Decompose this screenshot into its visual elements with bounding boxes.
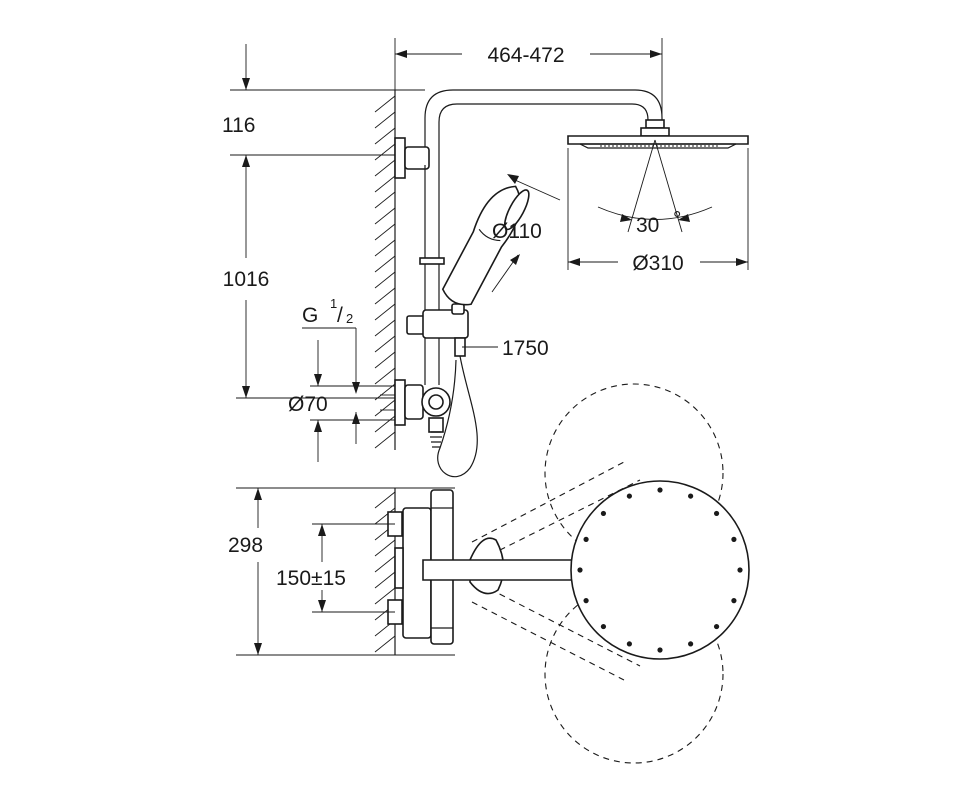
wall-hatch-line bbox=[374, 191, 396, 209]
head-diameter-label: Ø310 bbox=[632, 252, 683, 275]
inlet-thread-denominator: 2 bbox=[346, 311, 353, 326]
wall-hatch-line bbox=[374, 175, 396, 193]
nozzle-dot bbox=[600, 510, 607, 517]
wall-hatch-line bbox=[374, 383, 396, 401]
nozzle-dot bbox=[688, 493, 694, 499]
inlet-thread-base: G bbox=[302, 304, 318, 327]
wall-hatch-line bbox=[374, 111, 396, 129]
wall-hatch-line bbox=[374, 127, 396, 145]
wall-hatch-line bbox=[374, 555, 396, 573]
ceiling-offset-label: 116 bbox=[222, 114, 255, 137]
nozzle-dot bbox=[626, 493, 632, 499]
shower-column-elevation bbox=[380, 89, 663, 448]
wall-section-elevation bbox=[374, 90, 396, 450]
nozzle-dot bbox=[737, 567, 743, 573]
wall-hatch-line bbox=[374, 367, 396, 385]
nozzle-dot bbox=[731, 536, 737, 542]
nozzle-dot bbox=[688, 641, 694, 647]
wall-hatch-line bbox=[374, 287, 396, 305]
arm-span-label: 464-472 bbox=[487, 44, 564, 67]
overhead-shower-head bbox=[567, 119, 749, 149]
dimension-head: Ø310 30 ° bbox=[567, 139, 749, 275]
dimension-ceiling-offset: 116 bbox=[222, 44, 425, 156]
wall-hatch-line bbox=[374, 399, 396, 417]
inlet-thread-numerator: 1 bbox=[330, 296, 337, 311]
nozzle-dot bbox=[583, 536, 589, 542]
shower-hose bbox=[437, 355, 478, 478]
wall-hatch-line bbox=[374, 143, 396, 161]
nozzle-dot bbox=[657, 487, 663, 493]
wall-hatch-line bbox=[374, 351, 396, 369]
dimension-arm-span: 464-472 bbox=[394, 38, 663, 118]
wall-hatch-line bbox=[374, 319, 396, 337]
wall-hatch-line bbox=[374, 415, 396, 433]
nozzle-dot bbox=[731, 598, 737, 604]
escutcheon-diameter-label: Ø70 bbox=[288, 393, 328, 416]
dimension-inlet-thread: G 1 / 2 bbox=[302, 296, 360, 444]
nozzle-dot bbox=[600, 623, 607, 630]
nozzle-dot bbox=[657, 647, 663, 653]
dimension-hand-shower: Ø110 bbox=[491, 174, 561, 293]
wall-hatch-line bbox=[374, 255, 396, 273]
dimension-escutcheon: Ø70 bbox=[288, 340, 395, 462]
wall-hatch-line bbox=[374, 491, 396, 509]
wall-hatch-line bbox=[374, 431, 396, 449]
hand-shower-diameter-label: Ø110 bbox=[492, 220, 542, 243]
rail-height-label: 1016 bbox=[223, 268, 270, 291]
wall-hatch-line bbox=[374, 223, 396, 241]
wall-hatch-line bbox=[374, 539, 396, 557]
nozzle-dot bbox=[713, 623, 720, 630]
wall-hatch-line bbox=[374, 635, 396, 653]
wall-projection-label: 298 bbox=[228, 534, 263, 557]
plan-view-fixture bbox=[387, 480, 750, 660]
nozzle-dot bbox=[626, 641, 632, 647]
wall-hatch-line bbox=[374, 159, 396, 177]
wall-hatch-line bbox=[374, 207, 396, 225]
head-angle-unit: ° bbox=[673, 208, 681, 231]
wall-hatch-line bbox=[374, 507, 396, 525]
wall-hatch-line bbox=[374, 303, 396, 321]
dimension-hose: 1750 bbox=[462, 337, 549, 360]
hose-length-label: 1750 bbox=[502, 337, 549, 360]
wall-hatch-line bbox=[374, 571, 396, 589]
head-angle-label: 30 bbox=[636, 214, 659, 237]
nozzle-dot bbox=[583, 598, 589, 604]
nozzle-dot bbox=[577, 567, 583, 573]
inlet-centers-label: 150±15 bbox=[276, 567, 346, 590]
dimension-rail-height: 1016 bbox=[223, 155, 395, 399]
hand-shower bbox=[441, 185, 530, 306]
dimension-inlet-centers: 150±15 bbox=[276, 523, 395, 613]
inlet-thread-slash: / bbox=[337, 304, 343, 327]
wall-hatch-line bbox=[374, 587, 396, 605]
wall-hatch-line bbox=[374, 95, 396, 113]
nozzle-dot bbox=[713, 510, 720, 517]
wall-hatch-line bbox=[374, 335, 396, 353]
wall-hatch-line bbox=[374, 271, 396, 289]
dimension-wall-projection: 298 bbox=[228, 487, 455, 656]
wall-hatch-line bbox=[374, 239, 396, 257]
